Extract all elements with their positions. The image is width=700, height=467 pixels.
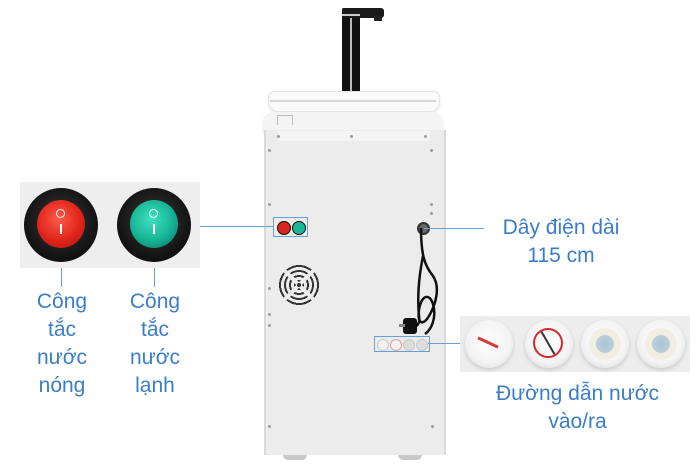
label-line: Công — [129, 290, 181, 313]
screw-icon — [430, 212, 433, 215]
port-small-icon — [390, 339, 402, 351]
label-line: Đường dẫn nước — [495, 382, 660, 405]
screw-icon — [268, 425, 271, 428]
cold-switch-label: Công tắc nước lạnh — [113, 288, 197, 400]
cold-water-switch — [117, 188, 191, 262]
blue-plug-cap-icon — [581, 320, 629, 368]
label-line: 115 cm — [527, 244, 595, 267]
screw-icon — [350, 135, 353, 138]
ports-highlight-box — [374, 336, 430, 352]
hot-switch-label: Công tắc nước nóng — [20, 288, 104, 400]
screw-icon — [430, 149, 433, 152]
screw-icon — [424, 135, 427, 138]
label-line: nóng — [38, 374, 86, 397]
label-line: Công — [36, 290, 88, 313]
port-small-icon — [377, 339, 389, 351]
screw-icon — [277, 135, 280, 138]
port-small-icon — [403, 339, 415, 351]
faucet-tip — [374, 16, 382, 21]
label-line: nước — [129, 346, 180, 369]
cord-callout-line — [424, 228, 484, 229]
screw-icon — [430, 203, 433, 206]
screw-icon — [268, 324, 271, 327]
switches-highlight-box — [273, 217, 308, 237]
label-line: lạnh — [135, 374, 175, 397]
rear-panel-notch — [278, 131, 430, 141]
water-outlet-cap-icon — [525, 320, 573, 368]
screw-icon — [268, 313, 271, 316]
label-line: vào/ra — [548, 410, 607, 433]
screw-icon — [268, 203, 271, 206]
switches-zoom-panel — [20, 182, 200, 268]
foot — [398, 455, 422, 460]
blue-plug-cap-icon — [637, 320, 685, 368]
power-cord-icon — [399, 227, 439, 336]
hot-switch-rocker-icon — [37, 200, 85, 248]
cold-switch-small-icon — [292, 221, 306, 235]
faucet-spout — [342, 8, 384, 18]
hot-switch-small-icon — [277, 221, 291, 235]
tray-divider — [270, 100, 436, 102]
ports-zoom-panel — [460, 316, 690, 372]
screw-icon — [431, 425, 434, 428]
body-top — [262, 112, 444, 134]
switch-callout-line — [200, 226, 273, 227]
faucet-icon — [342, 8, 360, 93]
water-inlet-cap-icon — [465, 320, 513, 368]
label-line: tắc — [47, 318, 76, 341]
ports-callout-line — [428, 343, 460, 344]
screw-icon — [268, 149, 271, 152]
water-ports-label: Đường dẫn nước vào/ra — [470, 380, 685, 436]
power-cord-label: Dây điện dài 115 cm — [486, 214, 636, 270]
label-line: Dây điện dài — [502, 216, 620, 239]
port-small-icon — [416, 339, 428, 351]
foot — [283, 455, 307, 460]
cold-switch-rocker-icon — [130, 200, 178, 248]
screw-icon — [268, 287, 271, 290]
handle-icon — [277, 115, 293, 125]
fan-vent-icon — [278, 264, 320, 306]
faucet-ring — [342, 14, 360, 16]
label-line: tắc — [140, 318, 169, 341]
hot-water-switch — [24, 188, 98, 262]
label-line: nước — [36, 346, 87, 369]
